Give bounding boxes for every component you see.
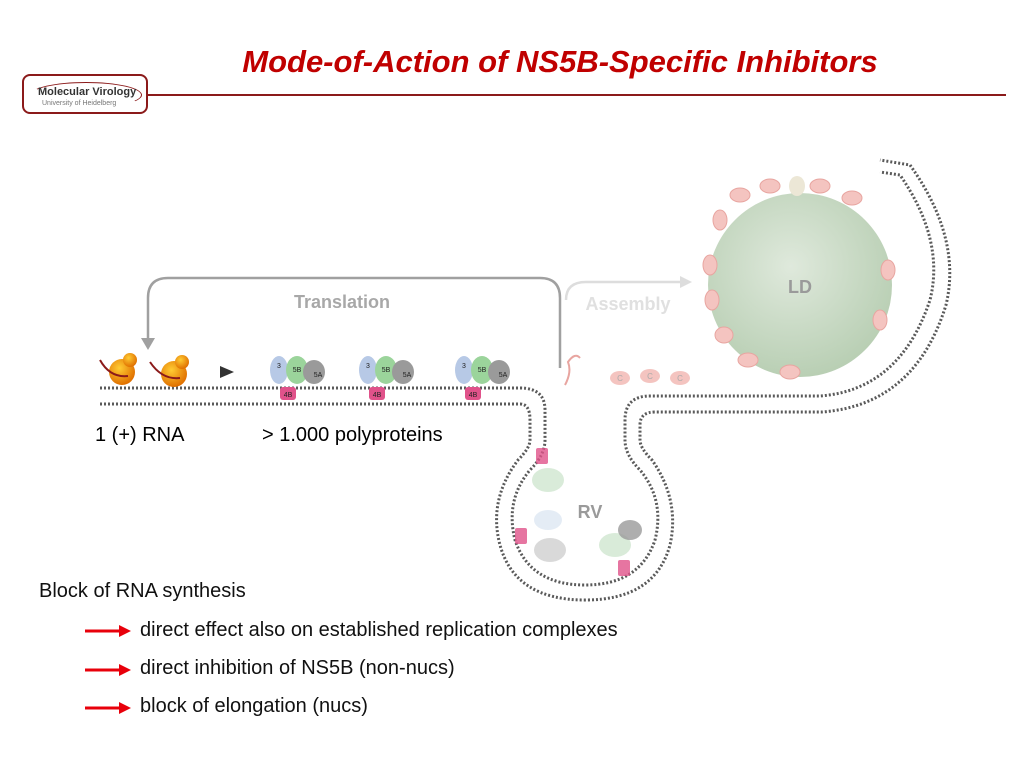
protein-5a-label-3: 5A [499,372,508,379]
protein-5b-label-3: 5B [478,367,487,374]
red-arrow-icon [85,702,131,714]
protein-4b-label-3: 4B [469,392,478,399]
bullet-3: block of elongation (nucs) [140,695,368,717]
translation-arrow [141,276,562,368]
polyprotein-2 [359,356,414,400]
er-membrane [100,158,952,602]
direction-arrowhead [220,366,234,378]
block-heading: Block of RNA synthesis [39,580,246,602]
slide-title: Mode-of-Action of NS5B-Specific Inhibito… [242,44,878,79]
polyprotein-3 [455,356,510,400]
logo-line1: Molecular Virology [38,86,137,98]
bullet-1: direct effect also on established replic… [140,619,618,641]
protein-5a-label-2: 5A [403,372,412,379]
polyproteins-label: > 1.000 polyproteins [262,424,443,446]
red-arrow-icon [85,664,131,676]
replication-complexes [515,448,642,576]
protein-3-label: 3 [277,363,281,370]
translation-label: Translation [294,292,390,312]
assembly-label: Assembly [585,294,670,314]
core-label-1: C [617,374,623,383]
red-arrow-icon [85,625,131,637]
polyprotein-1 [270,356,325,400]
protein-4b-label-2: 4B [373,392,382,399]
protein-5b-label: 5B [293,367,302,374]
core-label-2: C [647,372,653,381]
assembly-arrow [564,276,692,301]
ribosome-1 [99,353,137,385]
rv-label: RV [578,502,603,522]
logo-swoosh [30,82,142,108]
ld-label: LD [788,277,812,297]
ribosome-2 [149,355,189,387]
protein-3-label-3: 3 [462,363,466,370]
viral-rna-strand [564,354,581,386]
protein-5b-label-2: 5B [382,367,391,374]
title-rule [148,94,1006,96]
core-label-3: C [677,374,683,383]
protein-5a-label: 5A [314,372,323,379]
molecular-virology-logo: Molecular Virology University of Heidelb… [22,74,148,114]
bullet-2: direct inhibition of NS5B (non-nucs) [140,657,455,679]
rna-label: 1 (+) RNA [95,424,185,446]
protein-4b-label: 4B [284,392,293,399]
lipid-droplet [702,176,896,380]
protein-3-label-2: 3 [366,363,370,370]
logo-line2: University of Heidelberg [42,100,117,107]
core-proteins [610,369,690,385]
